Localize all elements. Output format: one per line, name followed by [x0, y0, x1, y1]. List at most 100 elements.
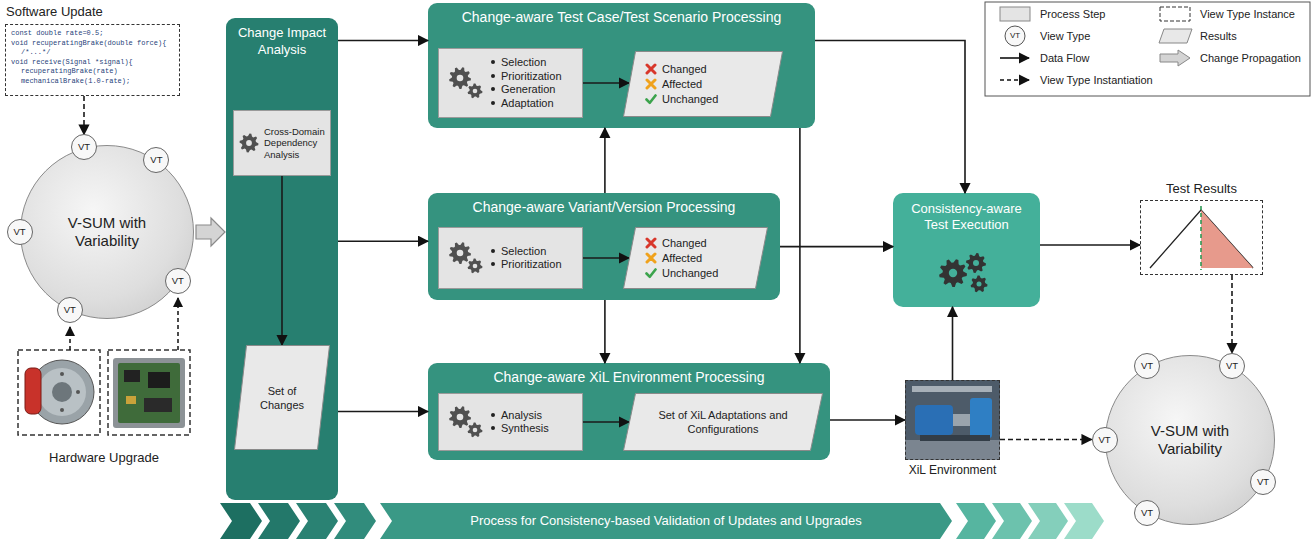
- result-parallelogram: ChangedAffectedUnchanged: [623, 51, 783, 117]
- legend-instance-sample: [1160, 7, 1190, 21]
- gear-icon: [447, 404, 483, 440]
- view-type-circle: VT: [71, 134, 97, 160]
- gear-body: [966, 253, 986, 273]
- parallelogram-shape: [234, 345, 330, 450]
- view-type-circle: VT: [1092, 427, 1118, 453]
- process-panel: Change-aware Variant/Version ProcessingS…: [428, 193, 780, 300]
- mark-stroke: [647, 239, 655, 247]
- process-box: Cross-Domain Dependency Analysis: [233, 110, 331, 176]
- result-parallelogram: ChangedAffectedUnchanged: [623, 227, 768, 289]
- gear-hole: [473, 264, 478, 269]
- ecu-part: [126, 396, 136, 404]
- change-propagation-arrow: [196, 218, 225, 246]
- bullet-list: SelectionPrioritization: [491, 245, 562, 272]
- instantiation-arrow: [69, 327, 71, 350]
- view-type-circle: VT: [57, 297, 83, 323]
- result-list: ChangedAffectedUnchanged: [623, 62, 718, 107]
- gear-body: [449, 406, 471, 428]
- result-text: Set of XiL Adaptations and Configuration…: [641, 408, 805, 436]
- process-content: AnalysisSynthesis: [439, 401, 557, 443]
- xil-bed: [920, 435, 990, 441]
- unchanged-mark: [645, 93, 657, 105]
- ecu-connector: [144, 398, 172, 412]
- view-type-label: VT: [1226, 361, 1238, 371]
- result-list: ChangedAffectedUnchanged: [623, 236, 718, 281]
- data-flow-arrow: [583, 257, 629, 259]
- code-line: recuperatingBrake(rate): [11, 67, 174, 77]
- view-type-label: VT: [172, 276, 184, 286]
- view-type-circle: VT: [1250, 469, 1276, 495]
- brake-hub: [52, 382, 72, 402]
- gear-hole: [457, 414, 464, 421]
- legend-text: Data Flow: [1040, 50, 1090, 66]
- view-instance-box: XiL Environment: [905, 380, 1000, 460]
- data-flow-arrow: [780, 246, 893, 248]
- ecu-housing: [113, 358, 185, 428]
- gear-body: [939, 259, 967, 287]
- process-content: SelectionPrioritization: [439, 237, 570, 279]
- gear-body: [449, 242, 471, 264]
- model-name: V-SUM with Variability: [1134, 422, 1246, 458]
- parallelogram-outline: [235, 346, 330, 450]
- node-heading: Test Results: [1121, 181, 1282, 197]
- chevron: [334, 503, 376, 539]
- code-line: mechanicalBrake(1.0-rate);: [11, 77, 174, 87]
- result-row: Changed: [645, 236, 718, 251]
- legend-instantiation-sample: [1000, 79, 1029, 81]
- node-caption: XiL Environment: [909, 463, 997, 478]
- panel-title: Change-aware Test Case/Test Scenario Pro…: [428, 3, 815, 26]
- chevron: [220, 503, 262, 539]
- chevron: [1028, 503, 1068, 539]
- brake-hole: [60, 372, 64, 376]
- view-type-label: VT: [13, 227, 25, 237]
- bullet-item: Generation: [491, 83, 562, 97]
- ecu-board: [118, 363, 180, 423]
- result-row: Unchanged: [645, 266, 718, 281]
- mark-stroke: [647, 254, 655, 262]
- gear-body: [468, 84, 483, 99]
- gear-body: [970, 276, 987, 293]
- process-content: SelectionPrioritizationGenerationAdaptat…: [439, 53, 570, 113]
- gear-body: [449, 67, 471, 89]
- legend-text: Results: [1200, 28, 1237, 44]
- parallelogram-shape: [623, 51, 783, 117]
- data-flow-arrow: [338, 240, 428, 242]
- gear-body: [468, 423, 483, 438]
- result-text: Changed: [662, 62, 707, 77]
- result-row: Unchanged: [645, 92, 718, 107]
- band-title: Process for Consistency-based Validation…: [392, 503, 940, 539]
- chevron: [296, 503, 338, 539]
- brake-caliper: [25, 368, 41, 414]
- mark-stroke: [647, 270, 656, 277]
- gear-hole: [973, 260, 979, 266]
- model-name: V-SUM with Variability: [51, 214, 163, 250]
- legend-text: Process Step: [1040, 6, 1105, 22]
- view-type-label: VT: [1141, 508, 1153, 518]
- brake-image-frame: [18, 350, 100, 435]
- gear-hole: [457, 75, 464, 82]
- code-line: void recuperatingBrake(double force){: [11, 39, 174, 49]
- data-flow-arrow: [830, 419, 905, 421]
- legend-dataflow-sample: [1000, 57, 1029, 59]
- gear-icon: [935, 239, 999, 303]
- gear-icon: [447, 240, 483, 276]
- ecu-chip: [148, 372, 170, 388]
- code-line: void receive(Signal *signal){: [11, 58, 174, 68]
- result-text: Unchanged: [662, 266, 718, 281]
- data-flow-arrow: [583, 82, 629, 84]
- legend-text: View Type Instantiation: [1040, 72, 1153, 88]
- view-type-label: VT: [78, 142, 90, 152]
- legend-symbol-label: VT: [1005, 31, 1025, 41]
- code-box: Software Updateconst double rate=0.5;voi…: [5, 24, 180, 96]
- bullet-item: Synthesis: [491, 422, 549, 436]
- gear-hole: [246, 140, 252, 146]
- view-type-circle: VT: [143, 147, 169, 173]
- view-instance-box: Test Results: [1140, 200, 1263, 275]
- result-text: Set of Changes: [250, 384, 314, 412]
- parallelogram-outline: [624, 228, 768, 289]
- legend-text: View Type: [1040, 28, 1090, 44]
- data-flow-arrow: [338, 40, 428, 42]
- panel-title: Change-aware XiL Environment Processing: [428, 363, 830, 386]
- bullet-list: SelectionPrioritizationGenerationAdaptat…: [491, 56, 562, 110]
